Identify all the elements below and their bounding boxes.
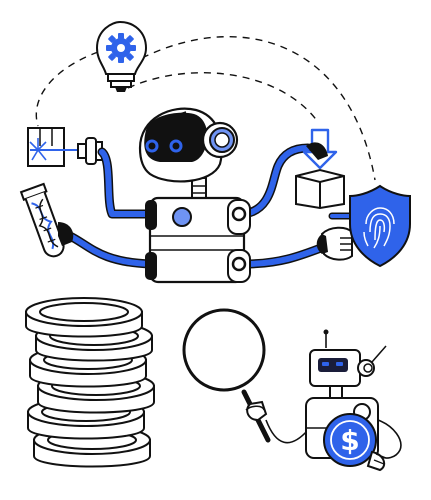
coin-2 (25, 297, 143, 338)
dollar-symbol: $ (340, 424, 359, 457)
download-box-icon (295, 128, 345, 210)
fingerprint-shield-icon (349, 184, 411, 268)
robot (138, 107, 251, 284)
magnifying-glass (182, 308, 271, 443)
gear-lightbulb-icon (95, 20, 148, 92)
test-tube-dna-icon (19, 182, 74, 258)
robot-hand-right (316, 226, 353, 261)
coin-stack (25, 297, 155, 468)
laser-beam-icon (27, 127, 103, 167)
dashed-connectors (35, 36, 376, 181)
dollar-coin-icon: $ (323, 413, 402, 472)
